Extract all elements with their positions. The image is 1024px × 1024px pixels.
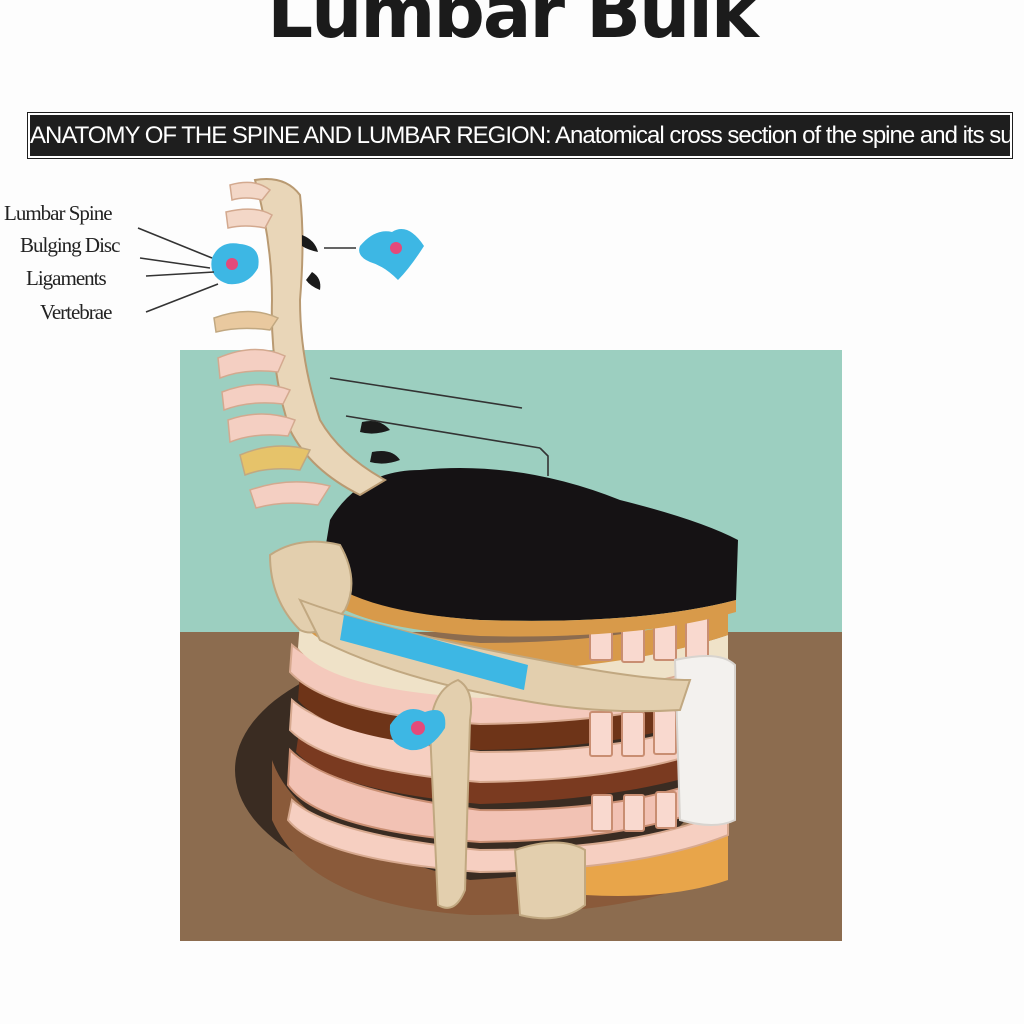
title-banner: ANATOMY OF THE SPINE AND LUMBAR REGION: … [28, 113, 1012, 158]
callout-label-4: Vertebrae [40, 300, 112, 324]
top-cushion [320, 468, 738, 621]
cushion-rim [316, 575, 736, 637]
nerve-node-icon [211, 243, 259, 285]
brace-strap [297, 598, 692, 713]
banner-caption: ANATOMY OF THE SPINE AND LUMBAR REGION: … [30, 122, 1010, 149]
nerve-node-right-icon [359, 229, 424, 280]
disc-marker-icon [389, 708, 446, 751]
brace-vertical [428, 678, 473, 909]
callout-label-2: Bulging Disc [20, 233, 120, 257]
blue-band [340, 615, 528, 690]
white-membrane [673, 655, 736, 826]
callout-label-3: Ligaments [26, 266, 107, 290]
page-title: Lumbar Bulk [267, 0, 759, 54]
brace-foot [513, 841, 586, 920]
leader-lines [137, 227, 549, 476]
callout-label-1: Lumbar Spine [4, 201, 113, 225]
spine-column [213, 178, 400, 509]
